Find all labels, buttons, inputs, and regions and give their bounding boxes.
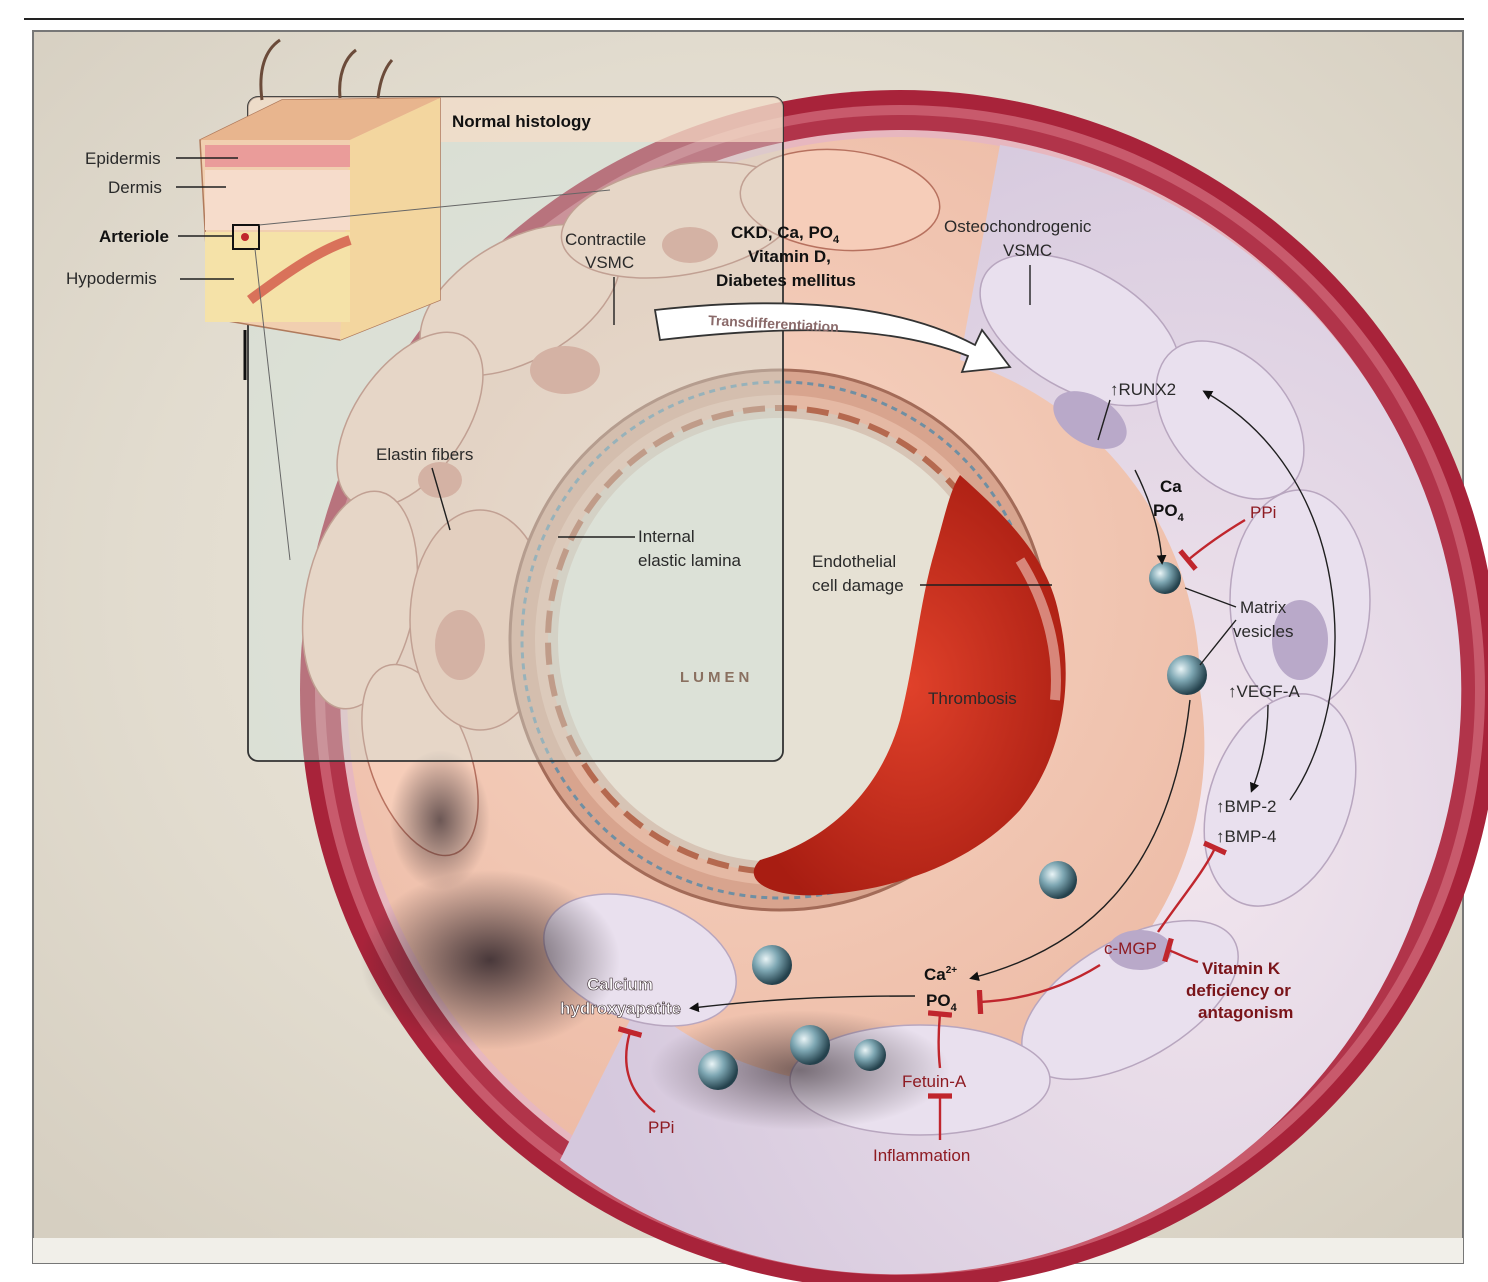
label-ca-top: Ca: [1160, 477, 1182, 496]
driver-line3: Diabetes mellitus: [716, 271, 856, 290]
pathway: ↑RUNX2 Ca PO4 PPi Matrix vesicles ↑VEGF-…: [560, 380, 1336, 1165]
transdifferentiation-arrow: Transdifferentiation: [653, 302, 1012, 374]
label-po4-bottom-sub: 4: [951, 1002, 958, 1014]
driver-line1: CKD, Ca, PO: [731, 223, 833, 242]
vsmc-nuclei: [418, 227, 718, 680]
label-ca2-sup: 2+: [946, 965, 958, 976]
label-elastic-lamina-text: elastic lamina: [638, 551, 742, 570]
label-contractile-vsmc: VSMC: [585, 253, 634, 272]
thrombus: [753, 475, 1066, 896]
label-hydroxyapatite: hydroxyapatite: [560, 999, 681, 1018]
label-po4-bottom: PO: [926, 991, 951, 1010]
skin-labels: Epidermis Dermis Arteriole Hypodermis: [66, 149, 238, 288]
label-epidermis: Epidermis: [85, 149, 161, 168]
vessel-labels: Contractile VSMC Elastin fibers Internal…: [376, 217, 1092, 708]
label-osteo-vsmc: VSMC: [1003, 241, 1052, 260]
label-ppi-top: PPi: [1250, 503, 1276, 522]
label-vitk-3: antagonism: [1198, 1003, 1293, 1022]
svg-text:Ca2+: Ca2+: [924, 965, 957, 984]
label-bmp4: ↑BMP-4: [1216, 827, 1276, 846]
label-po4-top: PO: [1153, 501, 1178, 520]
label-elastin: Elastin fibers: [376, 445, 473, 464]
zoom-guide-lines: [243, 189, 611, 561]
label-osteochondrogenic: Osteochondrogenic: [944, 217, 1092, 236]
label-endothelial: Endothelial: [812, 552, 896, 571]
label-vitk-2: deficiency or: [1186, 981, 1291, 1000]
label-contractile: Contractile: [565, 230, 646, 249]
label-cmgp: c-MGP: [1104, 939, 1157, 958]
label-ca2: Ca: [924, 965, 946, 984]
calcium-deposit-lower-left: [360, 870, 620, 1050]
svg-text:PO4: PO4: [926, 991, 958, 1014]
label-ppi-bottom: PPi: [648, 1118, 674, 1137]
label-lumen: LUMEN: [680, 669, 753, 686]
label-vesicles: vesicles: [1233, 622, 1293, 641]
arteriole-cross-section: [300, 90, 1488, 1282]
drivers-label: CKD, Ca, PO4 Vitamin D, Diabetes mellitu…: [716, 223, 856, 290]
matrix-vesicles: [698, 562, 1207, 1090]
svg-text:PO4: PO4: [1153, 501, 1185, 524]
label-hypodermis: Hypodermis: [66, 269, 157, 288]
label-transdifferentiation: Transdifferentiation: [708, 312, 839, 335]
label-matrix: Matrix: [1240, 598, 1287, 617]
label-cell-damage: cell damage: [812, 576, 904, 595]
arteriole-marker: [232, 224, 260, 250]
label-inflammation: Inflammation: [873, 1146, 970, 1165]
svg-text:CKD, Ca, PO4: CKD, Ca, PO4: [731, 223, 840, 246]
contractile-vsmc-cells: [301, 148, 941, 857]
label-arteriole: Arteriole: [99, 227, 169, 246]
label-thrombosis: Thrombosis: [928, 689, 1017, 708]
driver-line2: Vitamin D,: [748, 247, 831, 266]
label-dermis: Dermis: [108, 178, 162, 197]
label-bmp2: ↑BMP-2: [1216, 797, 1276, 816]
driver-line1-sub: 4: [833, 234, 840, 246]
label-calcium: Calcium: [587, 975, 653, 994]
label-internal: Internal: [638, 527, 695, 546]
label-runx2: ↑RUNX2: [1110, 380, 1176, 399]
label-po4-top-sub: 4: [1178, 512, 1185, 524]
label-vitk-1: Vitamin K: [1202, 959, 1281, 978]
inset-title: Normal histology: [452, 112, 591, 131]
label-fetuin: Fetuin-A: [902, 1072, 967, 1091]
label-vegfa: ↑VEGF-A: [1228, 682, 1300, 701]
